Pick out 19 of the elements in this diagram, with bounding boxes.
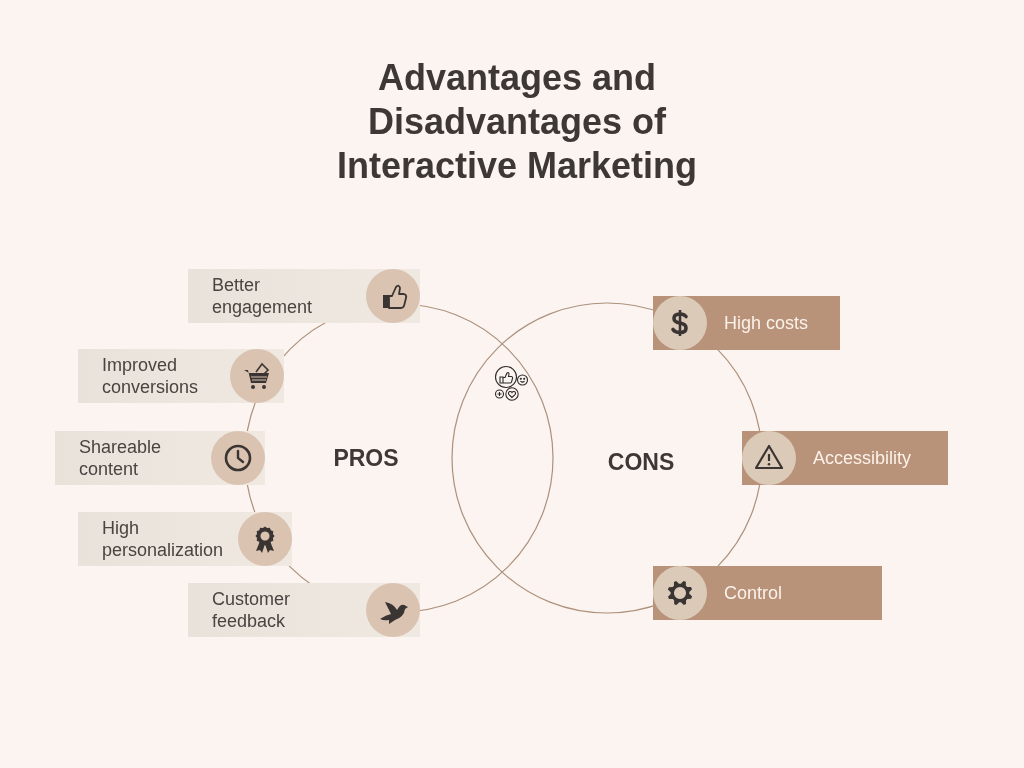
pill-text: Customer feedback: [212, 588, 292, 632]
circle-label: PROS: [333, 445, 399, 471]
pill-text: Shareable content: [79, 436, 163, 480]
pill-text: High personalization: [102, 517, 225, 561]
pros-pill: [188, 583, 420, 637]
pros-pill: [188, 269, 420, 323]
circle-label: CONS: [607, 449, 675, 475]
pill-text: High costs: [724, 312, 809, 334]
diagram-title: Advantages and Disadvantages of Interactive Marketing: [335, 56, 699, 188]
pill-text: Control: [724, 582, 783, 604]
cons-pill: [653, 566, 882, 620]
cons-pill: [742, 431, 948, 485]
pros-pill: [55, 431, 265, 485]
pill-text: Better engagement: [212, 274, 314, 318]
pros-pill: [78, 512, 292, 566]
pill-text: Accessibility: [813, 447, 912, 469]
cons-pill: [653, 296, 840, 350]
pros-pill: [78, 349, 284, 403]
pill-text: Improved conversions: [102, 354, 200, 398]
